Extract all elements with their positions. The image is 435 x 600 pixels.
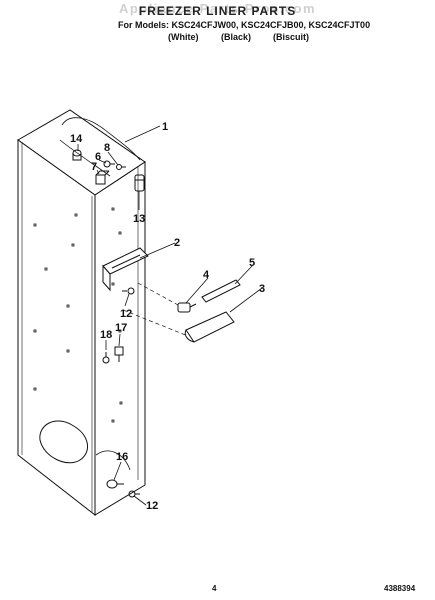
variant-biscuit: (Biscuit) — [273, 32, 309, 42]
dashed-guide-lines — [122, 282, 189, 337]
variant-white: (White) — [168, 32, 199, 42]
part-16-drain — [106, 479, 124, 489]
callout-12-upper: 12 — [120, 308, 132, 320]
watermark: Appliance Parts Pros.com — [118, 1, 317, 16]
page-title: FREEZER LINER PARTS — [138, 4, 297, 18]
part-5-tube — [201, 279, 241, 303]
part-13-light-socket — [134, 174, 145, 192]
callout-4: 4 — [203, 269, 210, 281]
part-18-screw — [102, 352, 110, 364]
freezer-liner — [17, 109, 146, 517]
variant-black: (Black) — [221, 32, 252, 42]
callout-labels: 1 2 3 4 5 6 7 8 12 12 13 14 16 17 18 — [70, 121, 265, 512]
callout-5: 5 — [249, 257, 255, 269]
leader-lines — [77, 125, 263, 506]
callout-3: 3 — [259, 283, 265, 295]
callout-13: 13 — [133, 213, 145, 225]
callout-12-lower: 12 — [146, 500, 158, 512]
callout-8: 8 — [104, 142, 110, 154]
callout-6: 6 — [95, 151, 101, 163]
callout-1: 1 — [162, 121, 168, 133]
part-12-screw-lower — [128, 490, 140, 498]
part-6-screw — [103, 160, 115, 168]
part-8-screw — [116, 164, 126, 170]
part-14-fitting — [72, 149, 82, 161]
part-12-screw-upper — [122, 287, 135, 295]
callout-18: 18 — [100, 329, 112, 341]
callout-7: 7 — [91, 161, 97, 173]
callout-14: 14 — [70, 133, 83, 145]
callout-2: 2 — [174, 237, 180, 249]
callout-16: 16 — [116, 451, 128, 463]
document-number: 4388394 — [384, 584, 416, 593]
part-7-clip — [95, 170, 110, 185]
page-number: 4 — [212, 584, 217, 593]
part-2-bracket — [102, 247, 149, 292]
part-17-fitting — [114, 346, 124, 362]
model-list: For Models: KSC24CFJW00, KSC24CFJB00, KS… — [118, 20, 371, 30]
part-3-duct — [184, 311, 235, 343]
callout-17: 17 — [115, 322, 127, 334]
part-4-fitting — [177, 302, 197, 313]
